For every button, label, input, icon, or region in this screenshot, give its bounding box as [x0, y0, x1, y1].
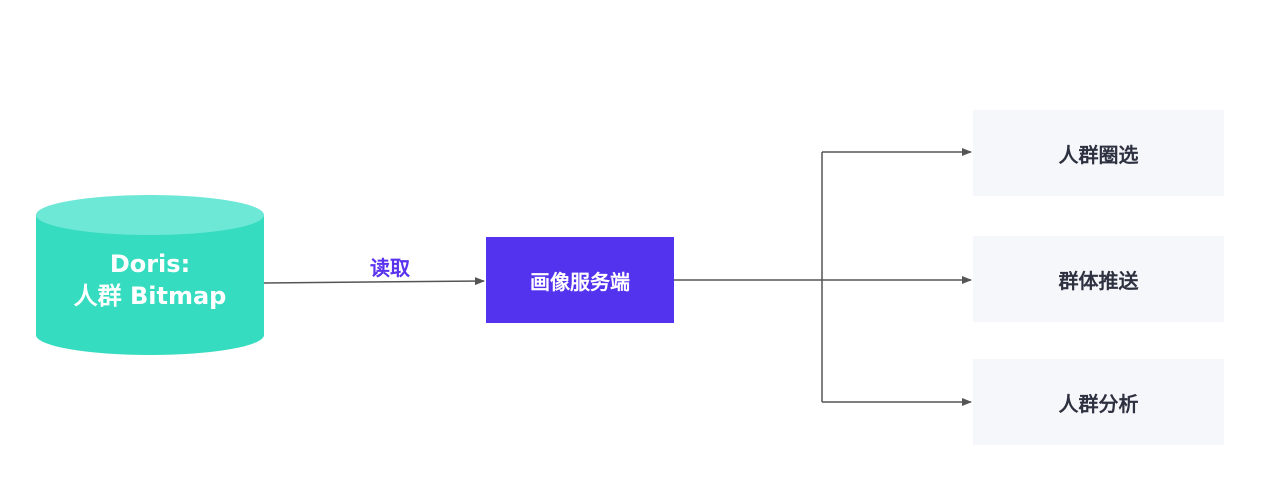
target-label: 人群圈选	[1058, 142, 1139, 167]
profile-service-label: 画像服务端	[530, 269, 630, 294]
target-label: 群体推送	[1058, 268, 1139, 293]
database-cylinder	[36, 195, 264, 355]
database-label: Doris: 人群 Bitmap	[36, 248, 264, 312]
target-node-crowd-selection: 人群圈选	[973, 110, 1224, 196]
target-node-crowd-analysis: 人群分析	[973, 359, 1224, 445]
target-node-group-push: 群体推送	[973, 236, 1224, 322]
profile-service-node: 画像服务端	[486, 237, 674, 323]
target-label: 人群分析	[1058, 391, 1139, 416]
read-edge-label: 读取	[370, 256, 410, 280]
read-connector	[263, 277, 485, 286]
database-label-line2: 人群 Bitmap	[73, 282, 227, 310]
database-label-line1: Doris:	[109, 250, 191, 278]
